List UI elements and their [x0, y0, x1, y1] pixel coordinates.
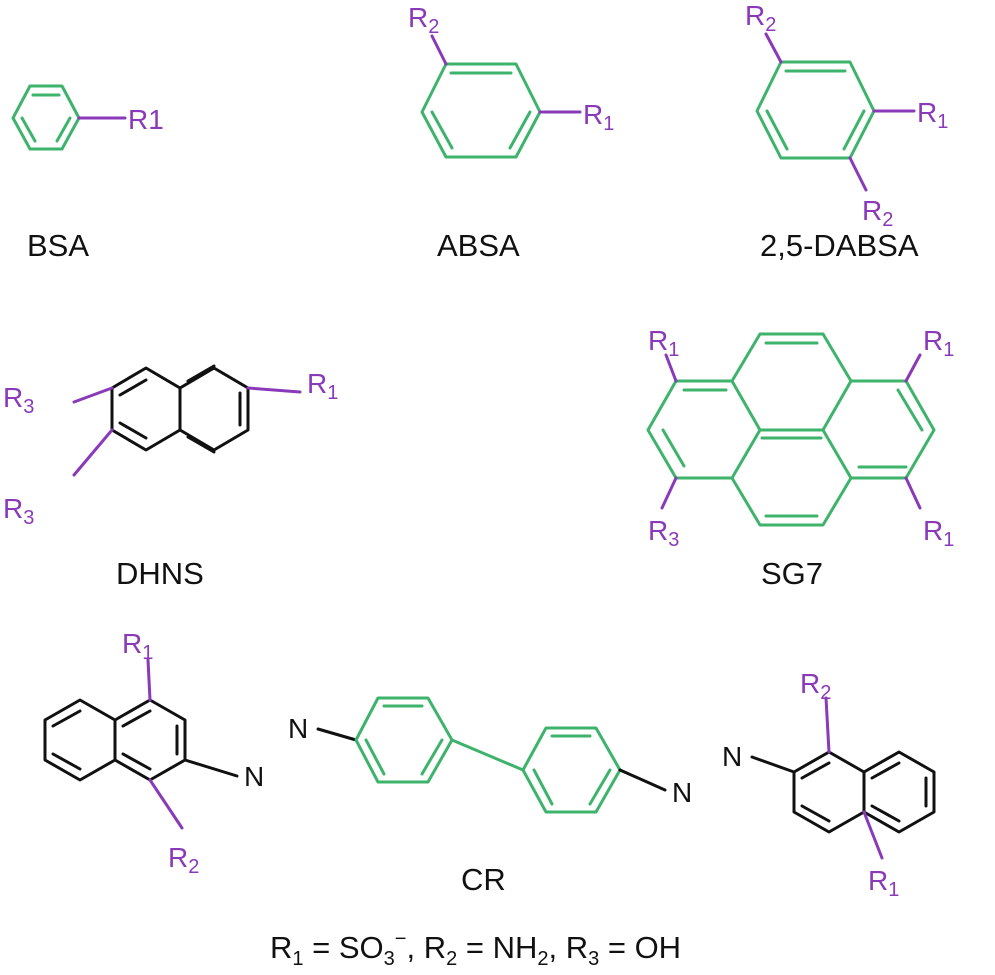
cr-right-azo-n1: N — [672, 777, 692, 808]
dhns-structure — [72, 364, 302, 477]
cr-r1-right-bond — [862, 810, 884, 860]
cr-right-azo-bond-1 — [618, 768, 667, 792]
absa-r1-label: R1 — [583, 99, 614, 135]
absa-inner-double-bonds — [430, 71, 532, 150]
cr-right-azo-n2: N — [722, 741, 742, 772]
sg7-inner-double-bonds — [661, 341, 924, 518]
sg7-r1-top-right-bond — [904, 353, 922, 383]
dhns-inner-double-bonds — [118, 364, 242, 454]
dabsa-r2-bottom-label: R2 — [862, 195, 893, 231]
dhns-r3-bottom-label: R3 — [3, 493, 34, 529]
absa-r2-label: R2 — [408, 2, 439, 38]
cr-structure — [43, 658, 936, 860]
r-symbol: R1 — [128, 104, 164, 135]
cr-biphenyl-link — [450, 738, 525, 772]
cr-right-azo-bond-3 — [750, 755, 796, 774]
cr-name: CR — [461, 862, 506, 897]
cr-left-azo-bond-1 — [183, 758, 239, 778]
cr-left-azo-n1: N — [244, 761, 264, 792]
legend-r3: R — [566, 930, 588, 965]
dabsa-benzene-ring — [755, 60, 876, 160]
absa-benzene-ring — [420, 62, 542, 159]
sg7-r1-top-left-bond — [664, 353, 678, 383]
sg7-r3-label: R3 — [648, 515, 679, 551]
dhns-r3-top-bond — [72, 386, 114, 404]
dabsa-structure — [755, 32, 916, 192]
dabsa-r2-top-bond — [764, 32, 783, 64]
cr-left-inner-bonds — [51, 709, 179, 771]
sg7-r3-bond — [660, 476, 678, 510]
dabsa-name: 2,5-DABSA — [760, 228, 919, 263]
bsa-inner-double-bonds — [20, 93, 72, 143]
sg7-pyrene-rings — [646, 332, 936, 527]
cr-left-naphthalene — [43, 698, 187, 782]
cr-r2-left-bond — [148, 778, 184, 830]
bsa-structure — [11, 84, 127, 151]
svg-text:R1: R1 — [128, 104, 164, 135]
legend-r2: R — [424, 930, 446, 965]
cr-r2-right-label: R2 — [800, 668, 831, 704]
cr-biphenyl-right-inner — [532, 734, 612, 806]
cr-r1-right-label: R1 — [868, 865, 899, 901]
sg7-r1-bottom-right-label: R1 — [923, 515, 954, 551]
cr-biphenyl-left-inner — [364, 704, 444, 776]
cr-right-naphthalene — [792, 750, 936, 834]
bsa-benzene-ring — [11, 84, 81, 151]
cr-biphenyl-left-ring — [354, 696, 454, 784]
dhns-r1-bond — [246, 386, 302, 394]
cr-r1-left-bond — [146, 658, 152, 702]
dhns-name: DHNS — [116, 556, 204, 591]
dhns-r1-label: R1 — [307, 368, 338, 404]
dabsa-r2-top-label: R2 — [745, 0, 776, 36]
dabsa-r1-label: R1 — [917, 97, 948, 133]
sg7-structure — [646, 332, 936, 527]
absa-r2-bond — [430, 34, 448, 66]
cr-left-azo-n2: N — [288, 713, 308, 744]
cr-r2-right-bond — [824, 696, 831, 754]
cr-right-inner-bonds — [800, 761, 928, 823]
absa-name: ABSA — [437, 228, 520, 263]
dhns-r3-bottom-bond — [72, 428, 114, 477]
substituent-legend: R1 = SO3−, R2 = NH2, R3 = OH — [270, 928, 681, 970]
sg7-r1-top-left-label: R1 — [648, 325, 679, 361]
absa-structure — [420, 34, 582, 159]
sg7-name: SG7 — [761, 556, 823, 591]
sg7-r1-top-right-label: R1 — [923, 325, 954, 361]
bsa-name: BSA — [27, 228, 89, 263]
cr-r1-left-label: R1 — [122, 628, 153, 664]
legend-r1: R — [270, 930, 292, 965]
sg7-r1-bottom-right-bond — [904, 476, 922, 510]
bsa-r1-label: R1 — [128, 104, 164, 135]
cr-r2-left-label: R2 — [168, 842, 199, 878]
cr-biphenyl-right-ring — [521, 726, 622, 814]
dabsa-r2-bottom-bond — [848, 156, 868, 192]
dhns-naphthalene-rings — [110, 366, 250, 452]
cr-left-azo-bond-3 — [316, 727, 358, 742]
dabsa-inner-double-bonds — [765, 69, 866, 151]
dhns-r3-top-label: R3 — [3, 382, 34, 418]
